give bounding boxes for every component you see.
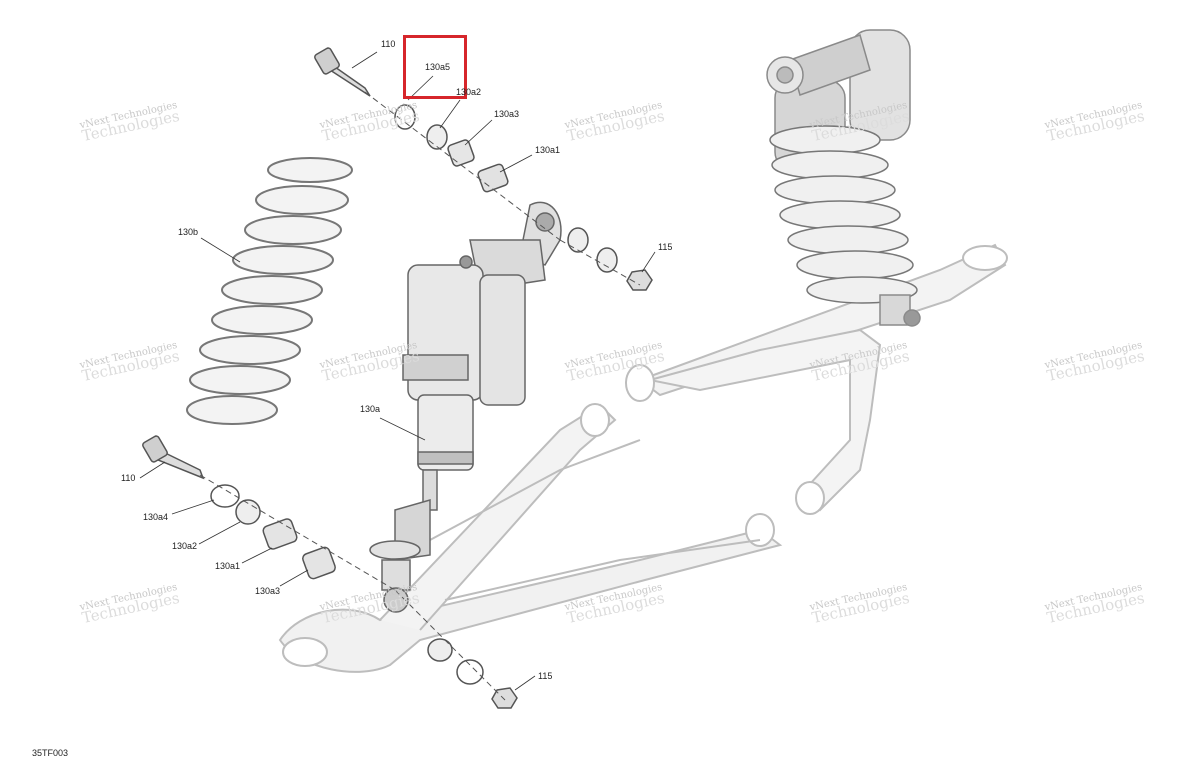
callout-130a2-bottom[interactable]: 130a2: [172, 541, 198, 551]
callout-130a4[interactable]: 130a4: [143, 512, 169, 522]
callout-115-bottom[interactable]: 115: [538, 671, 553, 681]
callout-130a1-bottom[interactable]: 130a1: [215, 561, 241, 571]
bottom-hardware: [142, 435, 518, 709]
callout-130a[interactable]: 130a: [360, 404, 381, 414]
diagram-code: 35TF003: [32, 748, 69, 758]
assembled-shock-right: [766, 29, 921, 327]
callout-130a2-top[interactable]: 130a2: [456, 87, 482, 97]
callout-130a3-bottom[interactable]: 130a3: [255, 586, 281, 596]
selected-part-highlight[interactable]: [403, 35, 467, 99]
shock-130a: [369, 201, 562, 613]
callout-130b[interactable]: 130b: [178, 227, 199, 237]
callout-130a1-top[interactable]: 130a1: [535, 145, 561, 155]
callout-110-bottom[interactable]: 110: [121, 473, 136, 483]
assembly-axes: [199, 91, 641, 701]
callout-130a5[interactable]: 130a5: [425, 62, 451, 72]
spring-130b: [186, 157, 353, 425]
lower-a-arm: [278, 243, 1008, 673]
callout-130a3-top[interactable]: 130a3: [494, 109, 520, 119]
callout-115-top[interactable]: 115: [658, 242, 673, 252]
callout-110-top[interactable]: 110: [381, 39, 396, 49]
